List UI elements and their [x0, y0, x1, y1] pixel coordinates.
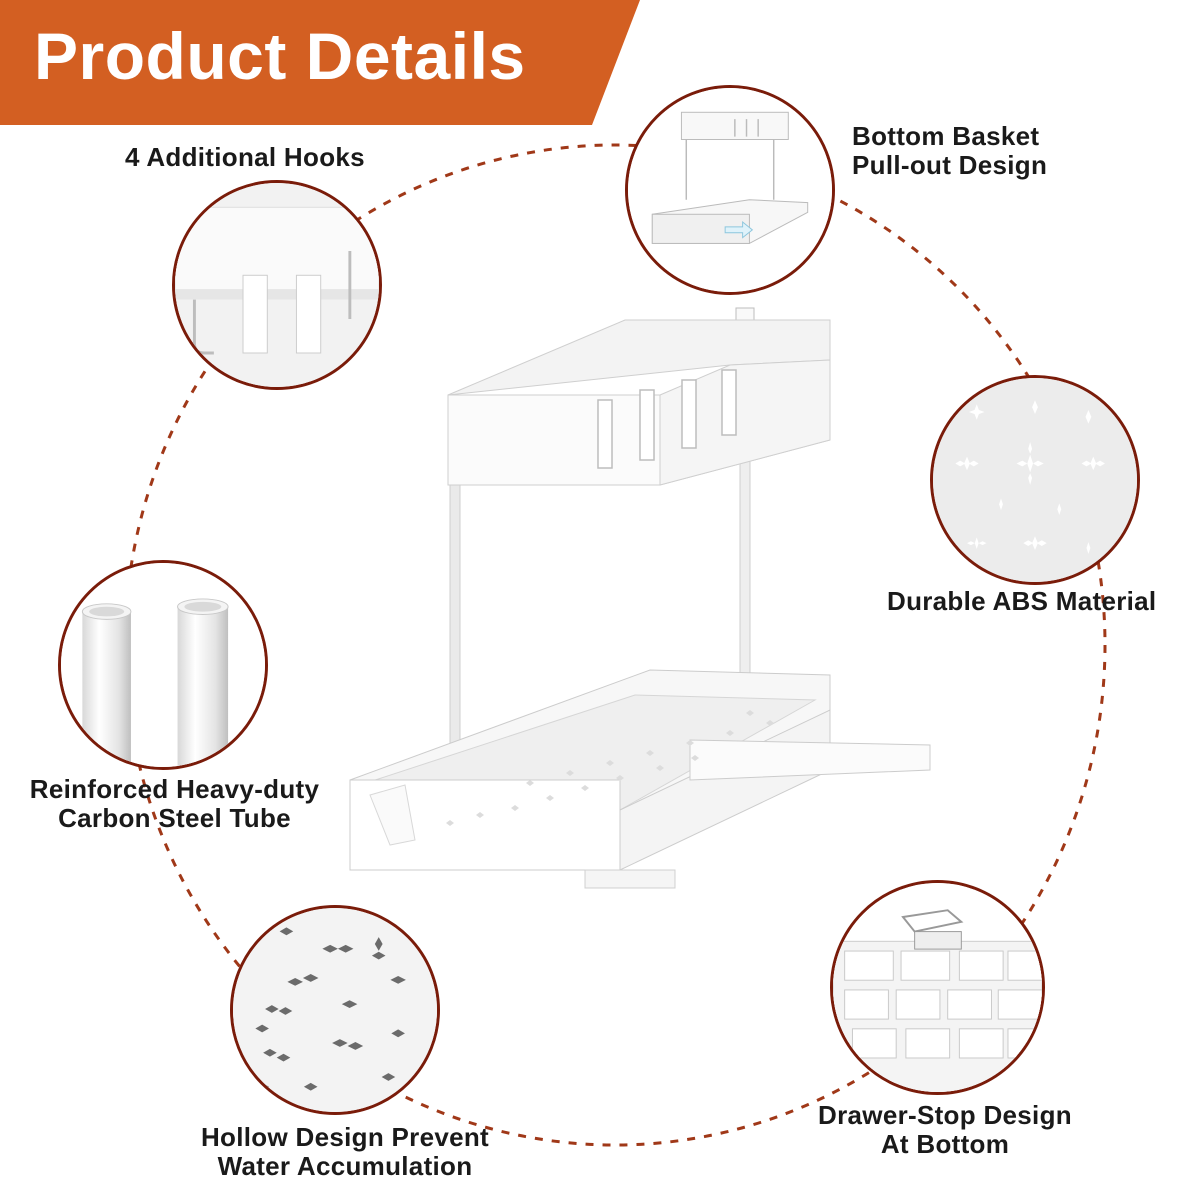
label-hollow: Hollow Design Prevent Water Accumulation: [180, 1123, 510, 1181]
perforation-pattern: [933, 378, 1137, 582]
label-tube-line2: Carbon Steel Tube: [58, 803, 291, 833]
label-drawer-stop: Drawer-Stop Design At Bottom: [800, 1101, 1090, 1159]
label-bottom-basket: Bottom Basket Pull-out Design: [852, 122, 1047, 180]
label-material: Durable ABS Material: [887, 586, 1157, 616]
label-bottom-basket-line1: Bottom Basket: [852, 121, 1040, 151]
label-tube-line1: Reinforced Heavy-duty: [29, 774, 320, 804]
label-tube: Reinforced Heavy-duty Carbon Steel Tube: [12, 775, 337, 833]
label-hooks: 4 Additional Hooks: [125, 142, 365, 172]
label-bottom-basket-line2: Pull-out Design: [852, 150, 1048, 180]
header-banner: Product Details: [0, 0, 640, 125]
label-drawer-stop-line1: Drawer-Stop Design: [818, 1100, 1072, 1130]
banner-shape: [0, 0, 640, 125]
label-hollow-line1: Hollow Design Prevent: [200, 1122, 490, 1152]
page-title: Product Details: [34, 19, 526, 93]
tube-closeup-image: [58, 560, 268, 770]
organizer-illustration: [349, 307, 931, 889]
product-image: [330, 300, 950, 900]
pullout-closeup-image: [625, 85, 835, 295]
hooks-closeup-image: [172, 180, 382, 390]
hollow-closeup-image: [230, 905, 440, 1115]
label-drawer-stop-line2: At Bottom: [880, 1129, 1010, 1159]
label-hollow-line2: Water Accumulation: [217, 1151, 473, 1181]
drawer-stop-closeup-image: [830, 880, 1045, 1095]
material-closeup-image: [930, 375, 1140, 585]
